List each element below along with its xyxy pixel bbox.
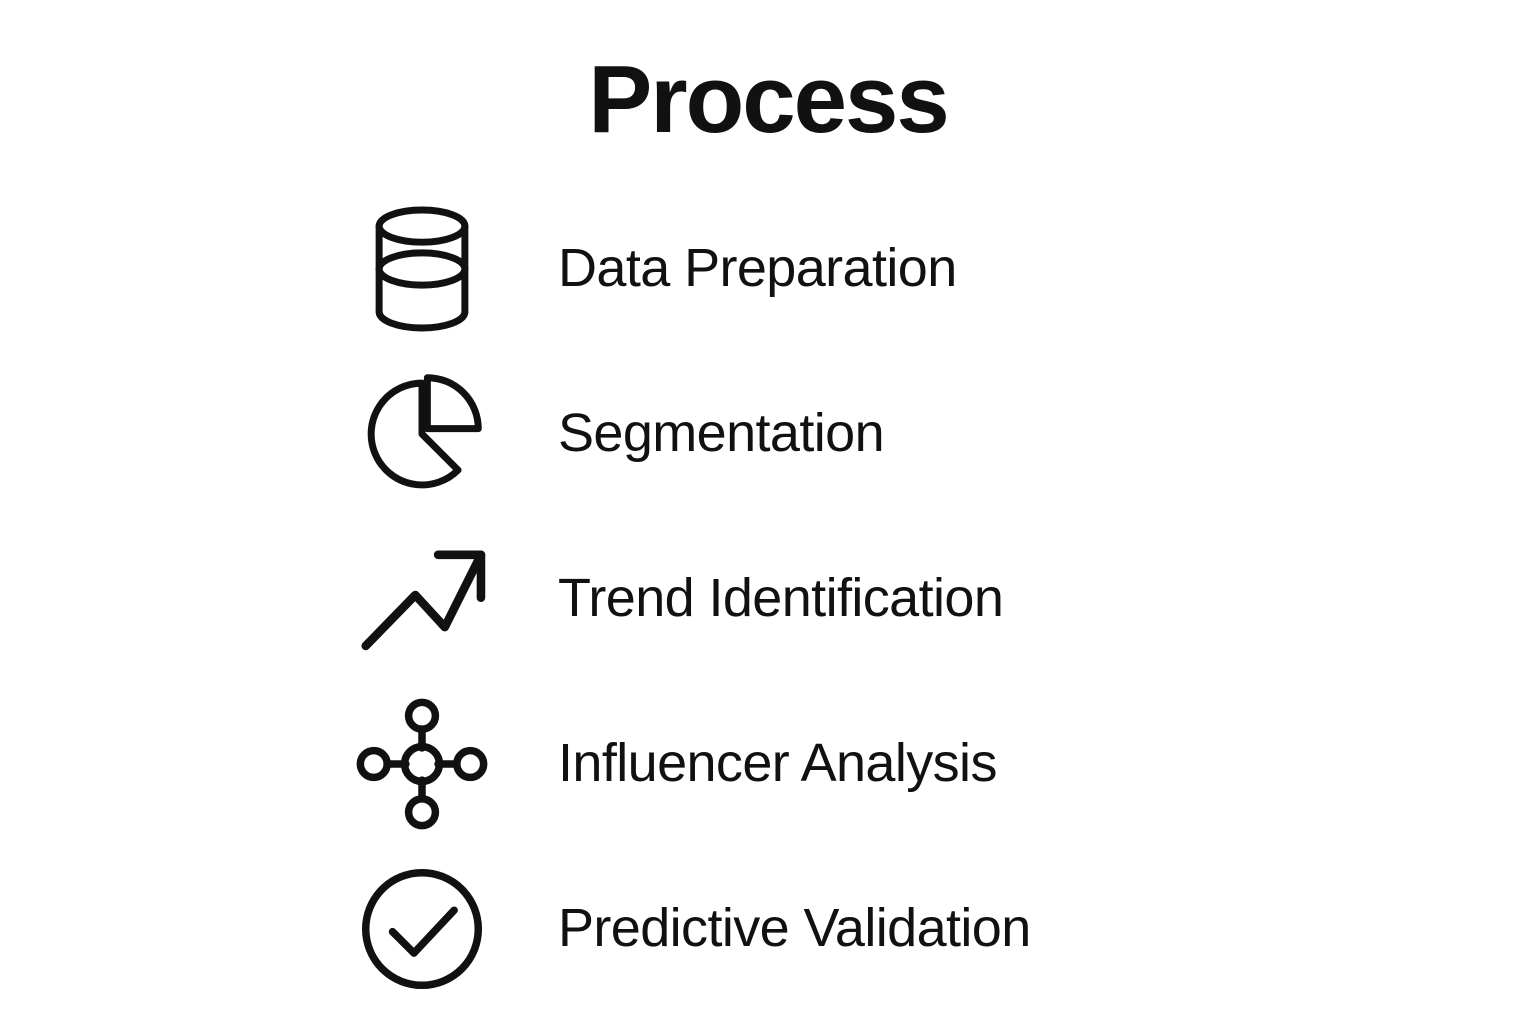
list-item[interactable]: Predictive Validation <box>0 846 1536 1011</box>
list-item[interactable]: Segmentation <box>0 351 1536 516</box>
list-item-label: Predictive Validation <box>558 897 1031 958</box>
list-item[interactable]: Trend Identification <box>0 516 1536 681</box>
list-item[interactable]: Influencer Analysis <box>0 681 1536 846</box>
check-circle-icon <box>352 846 492 1011</box>
network-hub-icon <box>352 681 492 846</box>
database-icon <box>352 186 492 351</box>
list-item-label: Influencer Analysis <box>558 732 997 793</box>
list-item-label: Segmentation <box>558 402 885 463</box>
list-item-label: Data Preparation <box>558 237 957 298</box>
page-title: Process <box>588 46 950 153</box>
pie-chart-icon <box>352 351 492 516</box>
list-item-label: Trend Identification <box>558 567 1004 628</box>
trending-up-arrow-icon <box>352 516 492 681</box>
list-item[interactable]: Data Preparation <box>0 186 1536 351</box>
process-step-list: Data Preparation Segmentation <box>0 186 1536 1011</box>
